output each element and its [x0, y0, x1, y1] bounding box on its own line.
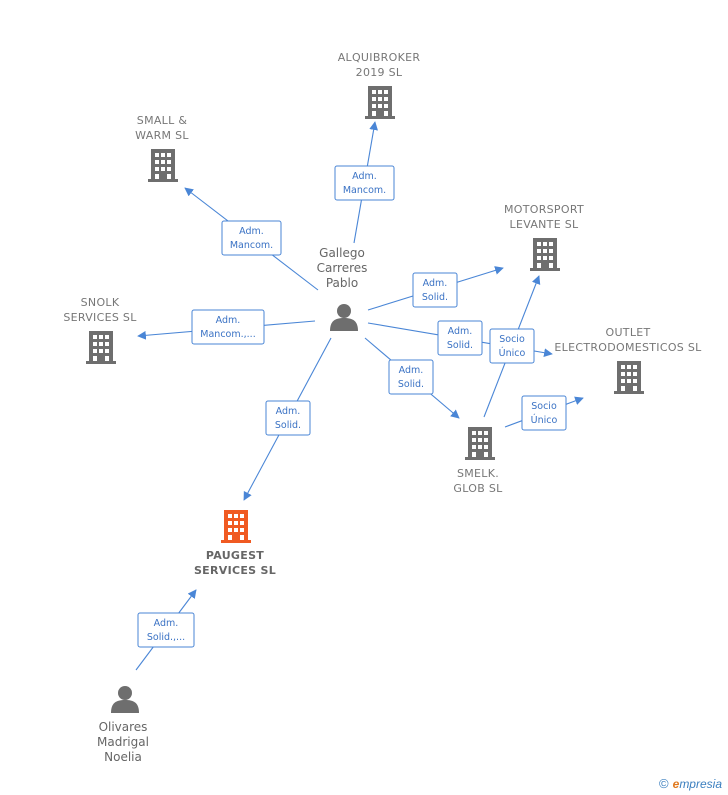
building-icon: [465, 427, 495, 460]
svg-text:Socio: Socio: [531, 401, 557, 412]
relation-label: Adm. Solid.: [437, 320, 483, 356]
building-icon: [530, 238, 560, 271]
svg-text:Adm.: Adm.: [276, 406, 301, 417]
svg-text:ALQUIBROKER: ALQUIBROKER: [338, 51, 421, 64]
svg-text:PAUGEST: PAUGEST: [206, 549, 264, 562]
svg-text:Mancom.: Mancom.: [230, 240, 273, 251]
company-node-smelk[interactable]: SMELK. GLOB SL: [453, 427, 503, 495]
svg-text:Solid.: Solid.: [275, 420, 301, 431]
footer-brand: © empresia: [659, 776, 722, 791]
svg-text:Socio: Socio: [499, 334, 525, 345]
person-icon: [330, 304, 358, 331]
company-node-alquibroker[interactable]: ALQUIBROKER 2019 SL: [338, 51, 421, 119]
building-icon: [221, 510, 251, 543]
svg-text:Único: Único: [499, 347, 526, 359]
svg-text:Carreres: Carreres: [317, 261, 368, 275]
svg-text:Adm.: Adm.: [423, 278, 448, 289]
brand-logo[interactable]: empresia: [672, 776, 722, 791]
relation-label: Adm. Mancom.: [221, 220, 282, 256]
svg-text:Mancom.,...: Mancom.,...: [200, 329, 255, 340]
svg-text:Solid.: Solid.: [398, 379, 424, 390]
svg-text:2019 SL: 2019 SL: [356, 66, 403, 79]
svg-text:Adm.: Adm.: [448, 326, 473, 337]
svg-text:Olivares: Olivares: [99, 720, 148, 734]
building-icon: [86, 331, 116, 364]
svg-text:SMELK.: SMELK.: [457, 467, 499, 480]
building-icon: [148, 149, 178, 182]
relation-label: Adm. Solid.: [412, 272, 458, 308]
copyright-symbol: ©: [659, 776, 669, 791]
svg-text:SERVICES SL: SERVICES SL: [194, 564, 276, 577]
person-node-olivares[interactable]: Olivares Madrigal Noelia: [97, 686, 149, 764]
svg-text:Solid.: Solid.: [422, 292, 448, 303]
relation-label: Socio Único: [521, 395, 567, 431]
relation-label: Socio Único: [489, 328, 535, 364]
relation-labels: Adm. Mancom. Adm. Mancom. Adm. Solid. Ad…: [137, 165, 567, 648]
building-icon: [365, 86, 395, 119]
svg-text:Adm.: Adm.: [399, 365, 424, 376]
svg-text:Noelia: Noelia: [104, 750, 142, 764]
company-node-small-warm[interactable]: SMALL & WARM SL: [135, 114, 189, 182]
svg-text:Adm.: Adm.: [154, 618, 179, 629]
svg-text:Mancom.: Mancom.: [343, 185, 386, 196]
relation-label: Adm. Solid.: [265, 400, 311, 436]
svg-text:OUTLET: OUTLET: [605, 326, 650, 339]
svg-text:ELECTRODOMESTICOS SL: ELECTRODOMESTICOS SL: [554, 341, 702, 354]
svg-text:Solid.: Solid.: [447, 340, 473, 351]
svg-text:SERVICES SL: SERVICES SL: [63, 311, 137, 324]
svg-text:LEVANTE SL: LEVANTE SL: [510, 218, 580, 231]
svg-text:MOTORSPORT: MOTORSPORT: [504, 203, 584, 216]
company-node-outlet[interactable]: OUTLET ELECTRODOMESTICOS SL: [554, 326, 702, 394]
company-node-snolk[interactable]: SNOLK SERVICES SL: [63, 296, 137, 364]
svg-text:SNOLK: SNOLK: [81, 296, 120, 309]
svg-text:Solid.,...: Solid.,...: [147, 632, 185, 643]
relation-label: Adm. Mancom.,...: [191, 309, 265, 345]
relation-label: Adm. Mancom.: [334, 165, 395, 201]
svg-text:Pablo: Pablo: [326, 276, 358, 290]
relation-label: Adm. Solid.: [388, 359, 434, 395]
building-icon: [614, 361, 644, 394]
svg-text:WARM SL: WARM SL: [135, 129, 189, 142]
svg-text:GLOB SL: GLOB SL: [453, 482, 503, 495]
relation-label: Adm. Solid.,...: [137, 612, 195, 648]
svg-text:Madrigal: Madrigal: [97, 735, 149, 749]
company-node-motorsport[interactable]: MOTORSPORT LEVANTE SL: [504, 203, 584, 271]
svg-text:Adm.: Adm.: [352, 171, 377, 182]
svg-text:Adm.: Adm.: [216, 315, 241, 326]
svg-text:Adm.: Adm.: [239, 226, 264, 237]
company-node-paugest[interactable]: PAUGEST SERVICES SL: [194, 510, 276, 577]
person-icon: [111, 686, 139, 713]
person-node-gallego[interactable]: Gallego Carreres Pablo: [317, 246, 368, 331]
svg-text:Gallego: Gallego: [319, 246, 365, 260]
svg-text:Único: Único: [531, 414, 558, 426]
svg-text:SMALL &: SMALL &: [137, 114, 188, 127]
